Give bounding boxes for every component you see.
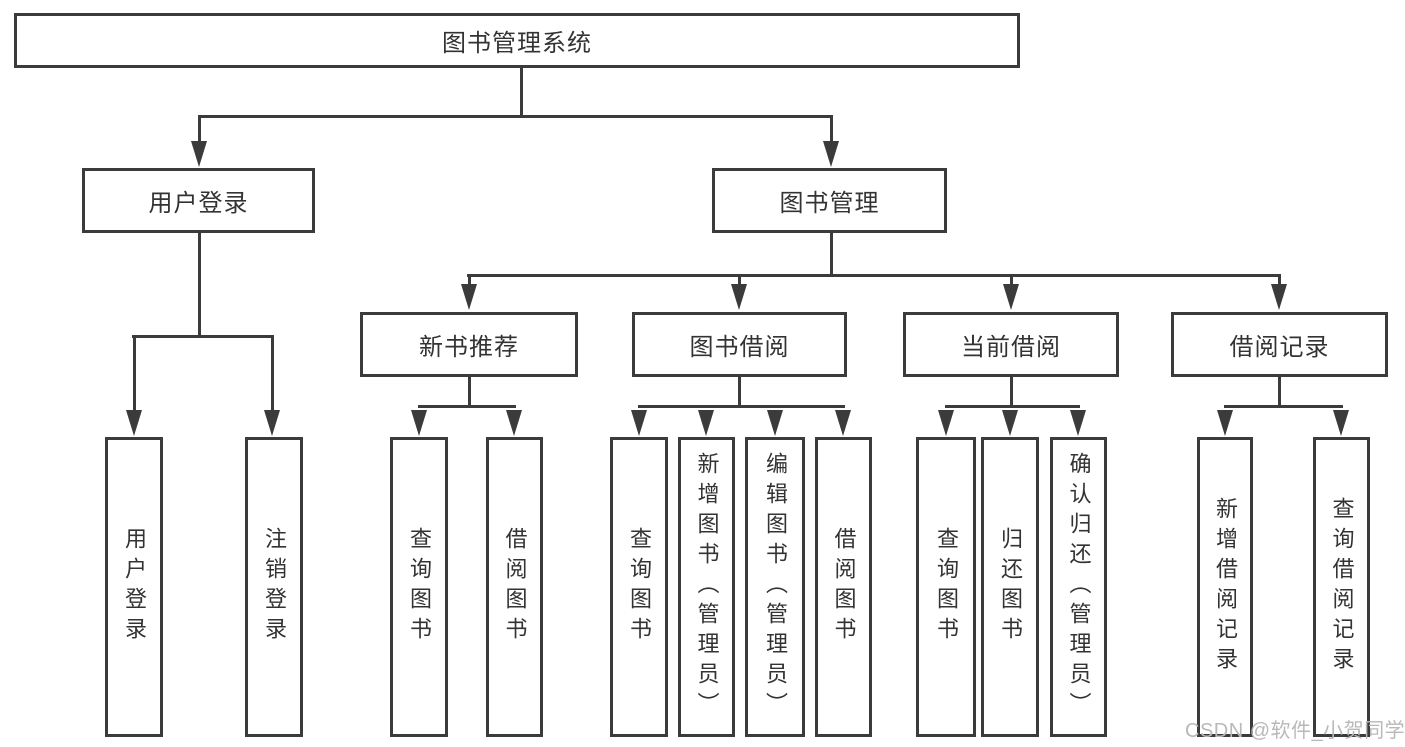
node-book-management: 图书管理 [712, 168, 947, 233]
leaf-logout: 注销登录 [245, 437, 303, 737]
arrow-down-icon [938, 410, 954, 436]
node-label: 借阅图书 [502, 527, 528, 647]
connector-line [198, 233, 201, 337]
connector-line [467, 274, 1281, 277]
node-current-borrowing: 当前借阅 [903, 312, 1119, 377]
arrow-down-icon [191, 141, 207, 167]
connector-line [132, 335, 274, 338]
connector-line [738, 377, 741, 408]
arrow-down-icon [1333, 410, 1349, 436]
arrow-down-icon [835, 410, 851, 436]
node-new-book-recommend: 新书推荐 [360, 312, 578, 377]
connector-line [830, 115, 833, 143]
leaf-query-books-borrowing: 查询图书 [610, 437, 668, 737]
node-label: 新增借阅记录 [1213, 497, 1238, 677]
arrow-down-icon [823, 141, 839, 167]
node-label: 注销登录 [262, 527, 287, 647]
connector-line [1010, 274, 1013, 288]
node-label: 图书管理 [779, 190, 880, 217]
connector-line [945, 405, 1080, 408]
connector-line [133, 335, 136, 412]
node-label: 查询图书 [627, 527, 652, 647]
node-label: 当前借阅 [961, 334, 1061, 361]
node-borrowing-records: 借阅记录 [1171, 312, 1388, 377]
node-label: 确认归还（管理员） [1066, 452, 1092, 722]
node-label: 借阅记录 [1229, 334, 1330, 361]
arrow-down-icon [1003, 284, 1019, 310]
connector-line [638, 405, 845, 408]
leaf-borrow-books-recommend: 借阅图书 [486, 437, 543, 737]
arrow-down-icon [461, 284, 477, 310]
node-library-management-system: 图书管理系统 [14, 13, 1020, 68]
connector-line [271, 335, 274, 412]
node-label: 查询借阅记录 [1329, 497, 1355, 677]
arrow-down-icon [731, 284, 747, 310]
leaf-add-borrow-record: 新增借阅记录 [1197, 437, 1253, 737]
arrow-down-icon [1002, 410, 1018, 436]
arrow-down-icon [631, 410, 647, 436]
arrow-down-icon [767, 410, 783, 436]
node-label: 查询图书 [407, 527, 432, 647]
connector-line [1010, 377, 1013, 408]
node-user-login: 用户登录 [82, 168, 315, 233]
node-label: 用户登录 [148, 190, 249, 217]
leaf-add-book-admin: 新增图书（管理员） [678, 437, 735, 737]
leaf-query-books-recommend: 查询图书 [390, 437, 448, 737]
leaf-edit-book-admin: 编辑图书（管理员） [745, 437, 805, 737]
node-label: 编辑图书（管理员） [763, 452, 788, 722]
leaf-user-login: 用户登录 [105, 437, 163, 737]
node-label: 归还图书 [998, 527, 1023, 647]
connector-line [830, 233, 833, 276]
connector-line [418, 405, 516, 408]
node-label: 图书借阅 [689, 334, 790, 361]
connector-line [468, 274, 471, 288]
node-label: 新增图书（管理员） [694, 452, 720, 722]
node-label: 图书管理系统 [442, 30, 592, 57]
leaf-query-borrow-record: 查询借阅记录 [1313, 437, 1370, 737]
arrow-down-icon [1217, 410, 1233, 436]
arrow-down-icon [1271, 284, 1287, 310]
arrow-down-icon [411, 410, 427, 436]
leaf-query-books-current: 查询图书 [916, 437, 976, 737]
connector-line [468, 377, 471, 408]
connector-line [738, 274, 741, 288]
connector-line [198, 115, 833, 118]
connector-line [1278, 274, 1281, 288]
watermark: CSDN @软件_小贺同学 [1185, 720, 1405, 742]
arrow-down-icon [698, 410, 714, 436]
node-label: 用户登录 [122, 527, 147, 647]
arrow-down-icon [1070, 410, 1086, 436]
node-label: 查询图书 [934, 527, 959, 647]
leaf-borrow-books-borrowing: 借阅图书 [815, 437, 872, 737]
arrow-down-icon [264, 410, 280, 436]
connector-line [198, 115, 201, 143]
leaf-confirm-return-admin: 确认归还（管理员） [1050, 437, 1107, 737]
connector-line [1224, 405, 1343, 408]
connector-line [520, 68, 523, 116]
node-label: 新书推荐 [419, 334, 519, 361]
connector-line [1278, 377, 1281, 408]
arrow-down-icon [126, 410, 142, 436]
leaf-return-book: 归还图书 [981, 437, 1039, 737]
node-label: 借阅图书 [831, 527, 857, 647]
arrow-down-icon [506, 410, 522, 436]
node-book-borrowing: 图书借阅 [632, 312, 847, 377]
